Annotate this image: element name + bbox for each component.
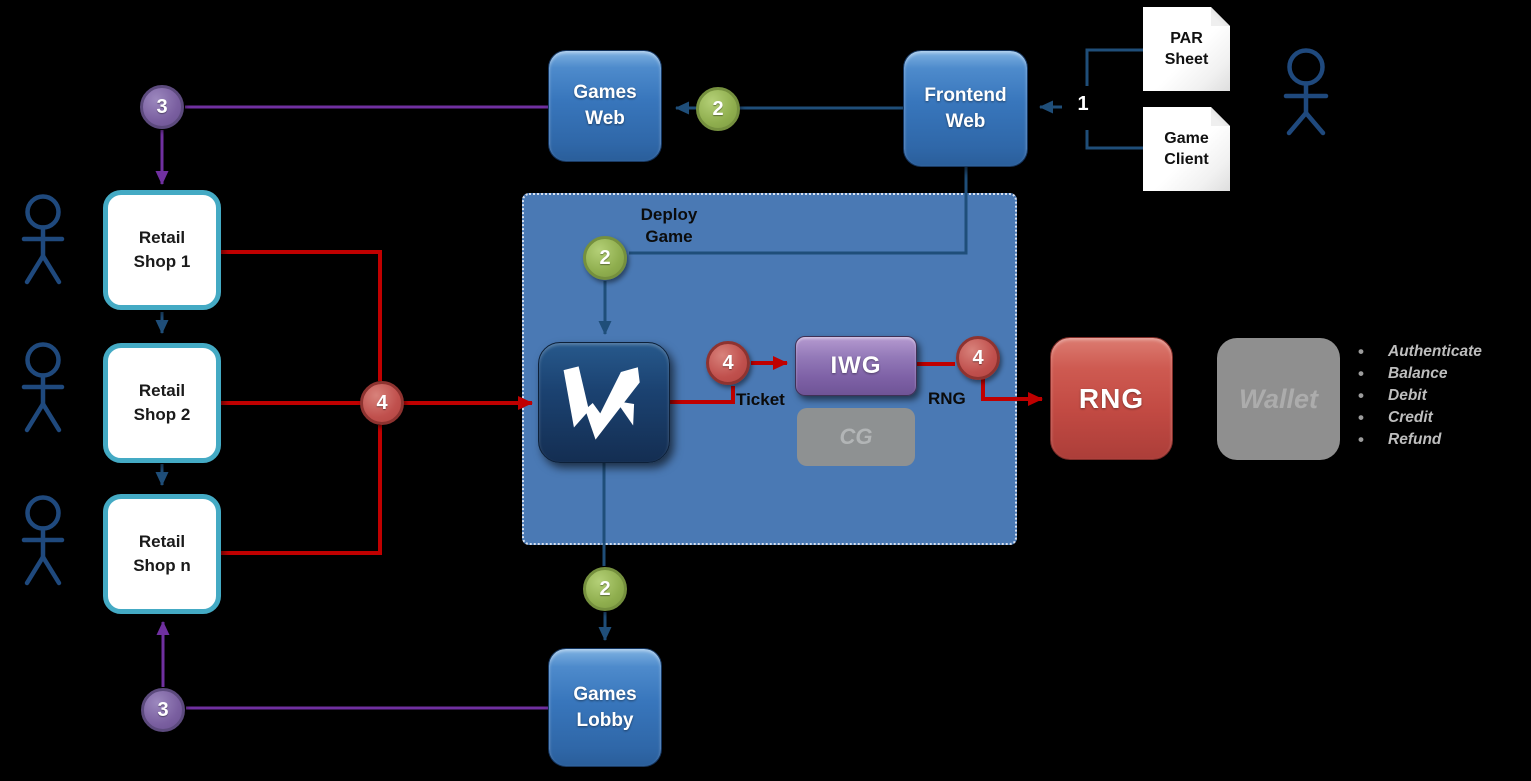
- step-4-number: 4: [972, 346, 984, 369]
- step-badge-4: 4: [956, 336, 1000, 380]
- person-icon-shop2: [21, 342, 65, 433]
- edge-shopn-to-step4: [221, 425, 382, 555]
- step-badge-3: 3: [141, 688, 185, 732]
- step-badge-3: 3: [140, 85, 184, 129]
- game-client-label: Game Client: [1164, 130, 1209, 168]
- person-icon-shopn: [21, 495, 65, 586]
- cg-label: CG: [839, 424, 873, 449]
- step-2-number: 2: [599, 577, 611, 600]
- ticket-edge-label: Ticket: [736, 390, 785, 409]
- wallet-op-label: Credit: [1388, 409, 1433, 426]
- step-badge-4: 4: [360, 381, 404, 425]
- edge-shop1-to-step4: [221, 250, 382, 381]
- wallet-op-label: Authenticate: [1388, 343, 1482, 360]
- step-2-number: 2: [712, 97, 724, 120]
- m-logo-icon: [563, 365, 640, 440]
- retail-shop-1-label: Retail Shop 1: [133, 228, 191, 271]
- step-badge-2: 2: [583, 567, 627, 611]
- node-games-lobby: Games Lobby: [548, 648, 662, 767]
- edge-docs-bracket: [1085, 48, 1143, 150]
- step-badge-2: 2: [583, 236, 627, 280]
- step-4-number: 4: [722, 351, 734, 374]
- games-lobby-label: Games Lobby: [573, 683, 637, 731]
- node-wallet: Wallet: [1217, 338, 1340, 460]
- wallet-op-item: Credit: [1352, 407, 1527, 429]
- wallet-operations-list: Authenticate Balance Debit Credit Refund: [1352, 341, 1527, 451]
- wallet-op-label: Debit: [1388, 387, 1427, 404]
- person-icon-shop1: [21, 194, 65, 285]
- edge-step4-to-rng: [981, 378, 1043, 406]
- wallet-op-label: Balance: [1388, 365, 1448, 382]
- wallet-op-item: Refund: [1352, 429, 1527, 451]
- node-retail-shop-n: Retail Shop n: [103, 494, 221, 614]
- frontend-web-label: Frontend Web: [924, 84, 1007, 132]
- edge-frontend-to-deploy: [629, 167, 968, 255]
- edge-core-to-step4: [670, 386, 735, 404]
- par-sheet-label: PAR Sheet: [1164, 30, 1209, 68]
- iwg-label: IWG: [830, 352, 882, 379]
- node-rng: RNG: [1050, 337, 1173, 460]
- retail-shop-2-label: Retail Shop 2: [133, 381, 191, 424]
- step-badge-4: 4: [706, 341, 750, 385]
- wallet-op-item: Debit: [1352, 385, 1527, 407]
- step-2-number: 2: [599, 246, 611, 269]
- rng-label: RNG: [1078, 382, 1145, 414]
- retail-shop-n-label: Retail Shop n: [133, 532, 191, 575]
- document-par-sheet: PAR Sheet: [1143, 7, 1230, 91]
- document-game-client: Game Client: [1143, 107, 1230, 191]
- step-badge-2: 2: [696, 87, 740, 131]
- node-iwg: IWG: [795, 336, 917, 396]
- games-web-label: Games Web: [573, 82, 637, 129]
- person-icon-developer: [1283, 48, 1329, 136]
- wallet-op-label: Refund: [1388, 431, 1442, 448]
- step-3-number: 3: [157, 698, 169, 721]
- deploy-zone-label: Deploy Game: [640, 205, 698, 246]
- step-label-1: 1: [1077, 93, 1089, 115]
- node-platform-core: [538, 342, 670, 463]
- node-retail-shop-1: Retail Shop 1: [103, 190, 221, 310]
- wallet-op-item: Authenticate: [1352, 341, 1527, 363]
- node-cg: CG: [797, 408, 915, 466]
- wallet-label: Wallet: [1238, 383, 1319, 414]
- rng-edge-label: RNG: [928, 389, 966, 408]
- node-games-web: Games Web: [548, 50, 662, 162]
- node-retail-shop-2: Retail Shop 2: [103, 343, 221, 463]
- step-4-number: 4: [376, 391, 388, 414]
- step-3-number: 3: [156, 95, 168, 118]
- wallet-op-item: Balance: [1352, 363, 1527, 385]
- node-frontend-web: Frontend Web: [903, 50, 1028, 167]
